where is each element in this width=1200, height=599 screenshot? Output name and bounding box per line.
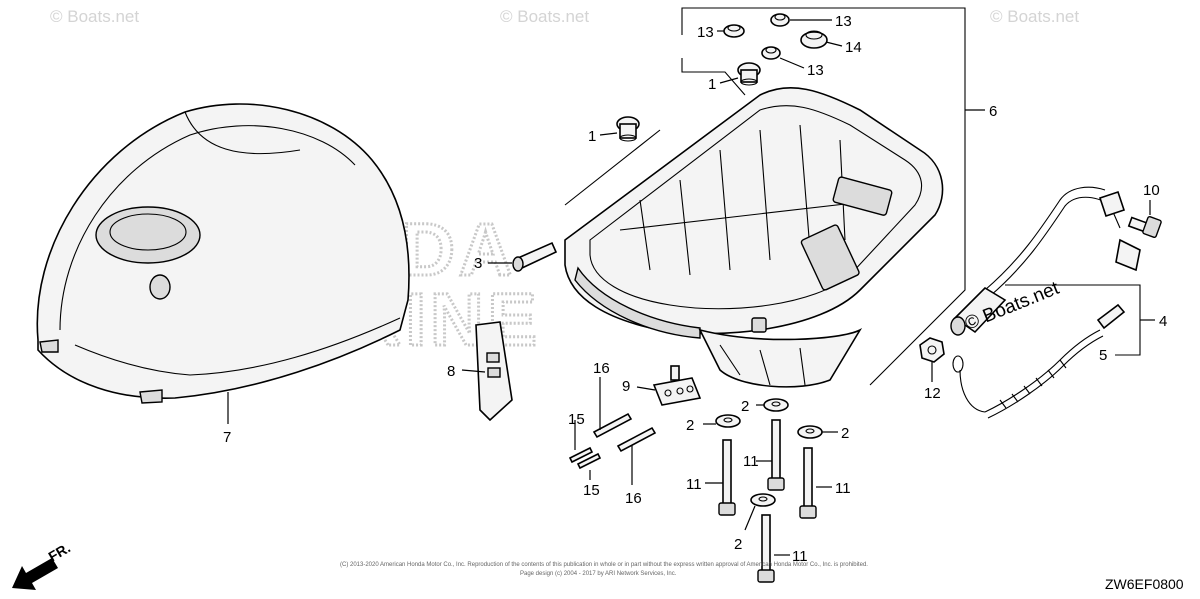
plug-part-1-a bbox=[737, 62, 761, 86]
callout-15-a: 15 bbox=[568, 411, 585, 428]
washer-part-2-a bbox=[715, 414, 741, 428]
callout-2-a: 2 bbox=[741, 398, 749, 415]
watermark-top-center: © Boats.net bbox=[500, 7, 589, 26]
callout-11-b: 11 bbox=[686, 476, 702, 493]
callout-2-d: 2 bbox=[734, 536, 742, 553]
engine-cover-part-7 bbox=[36, 103, 410, 404]
bottom-cover-part-6 bbox=[564, 87, 944, 388]
lanyard-part-5 bbox=[952, 303, 1126, 419]
bolt-part-11-c bbox=[799, 447, 817, 519]
callout-10: 10 bbox=[1143, 182, 1160, 199]
callout-1-a: 1 bbox=[708, 76, 716, 93]
pin-part-16-a bbox=[592, 412, 633, 439]
pin-part-15-b bbox=[576, 452, 602, 470]
grommet-part-14 bbox=[800, 30, 828, 49]
callout-1-b: 1 bbox=[588, 128, 596, 145]
callout-12: 12 bbox=[924, 385, 941, 402]
washer-part-2-b bbox=[763, 398, 789, 412]
copyright-line-2: Page design (c) 2004 - 2017 by ARI Netwo… bbox=[520, 571, 677, 577]
bolt-part-11-d bbox=[757, 514, 775, 583]
watermark-top-right: © Boats.net bbox=[990, 7, 1079, 26]
callout-11-a: 11 bbox=[743, 453, 759, 470]
callout-14: 14 bbox=[845, 39, 862, 56]
callout-13-a: 13 bbox=[697, 24, 714, 41]
callout-8: 8 bbox=[447, 363, 455, 380]
callout-9: 9 bbox=[622, 378, 630, 395]
callout-11-c: 11 bbox=[835, 480, 851, 497]
pin-part-15-a bbox=[568, 446, 594, 464]
bolt-part-11-b bbox=[767, 419, 785, 491]
nut-part-12 bbox=[919, 337, 945, 363]
callout-5: 5 bbox=[1099, 347, 1107, 364]
holder-part-9 bbox=[652, 365, 702, 406]
watermark-top-left: © Boats.net bbox=[50, 7, 139, 26]
callout-11-d: 11 bbox=[792, 548, 808, 565]
bracket-part-8 bbox=[475, 321, 513, 422]
grommet-part-13-b bbox=[770, 13, 790, 27]
callout-16-b: 16 bbox=[625, 490, 642, 507]
fastener-part-3 bbox=[512, 241, 558, 272]
front-direction-arrow: FR. bbox=[12, 539, 73, 590]
callout-15-b: 15 bbox=[583, 482, 600, 499]
callout-13-c: 13 bbox=[807, 62, 824, 79]
grommet-part-13-c bbox=[761, 46, 781, 60]
callout-7: 7 bbox=[223, 429, 231, 446]
callout-2-c: 2 bbox=[841, 425, 849, 442]
washer-part-2-d bbox=[750, 493, 776, 507]
callout-4: 4 bbox=[1159, 313, 1167, 330]
bolt-part-11-a bbox=[718, 439, 736, 516]
plug-part-1-b bbox=[616, 116, 640, 142]
washer-part-2-c bbox=[797, 425, 823, 439]
grommet-part-13-a bbox=[723, 24, 745, 38]
pin-part-16-b bbox=[616, 426, 657, 453]
copyright-line-1: (C) 2013-2020 American Honda Motor Co., … bbox=[340, 562, 868, 568]
callout-6: 6 bbox=[989, 103, 997, 120]
stop-switch-part-4 bbox=[950, 186, 1141, 336]
diagram-code: ZW6EF0800 bbox=[1105, 576, 1184, 592]
callout-3: 3 bbox=[474, 255, 482, 272]
bolt-part-10 bbox=[1127, 216, 1162, 238]
callout-13-b: 13 bbox=[835, 13, 852, 30]
callout-2-b: 2 bbox=[686, 417, 694, 434]
callout-16-a: 16 bbox=[593, 360, 610, 377]
